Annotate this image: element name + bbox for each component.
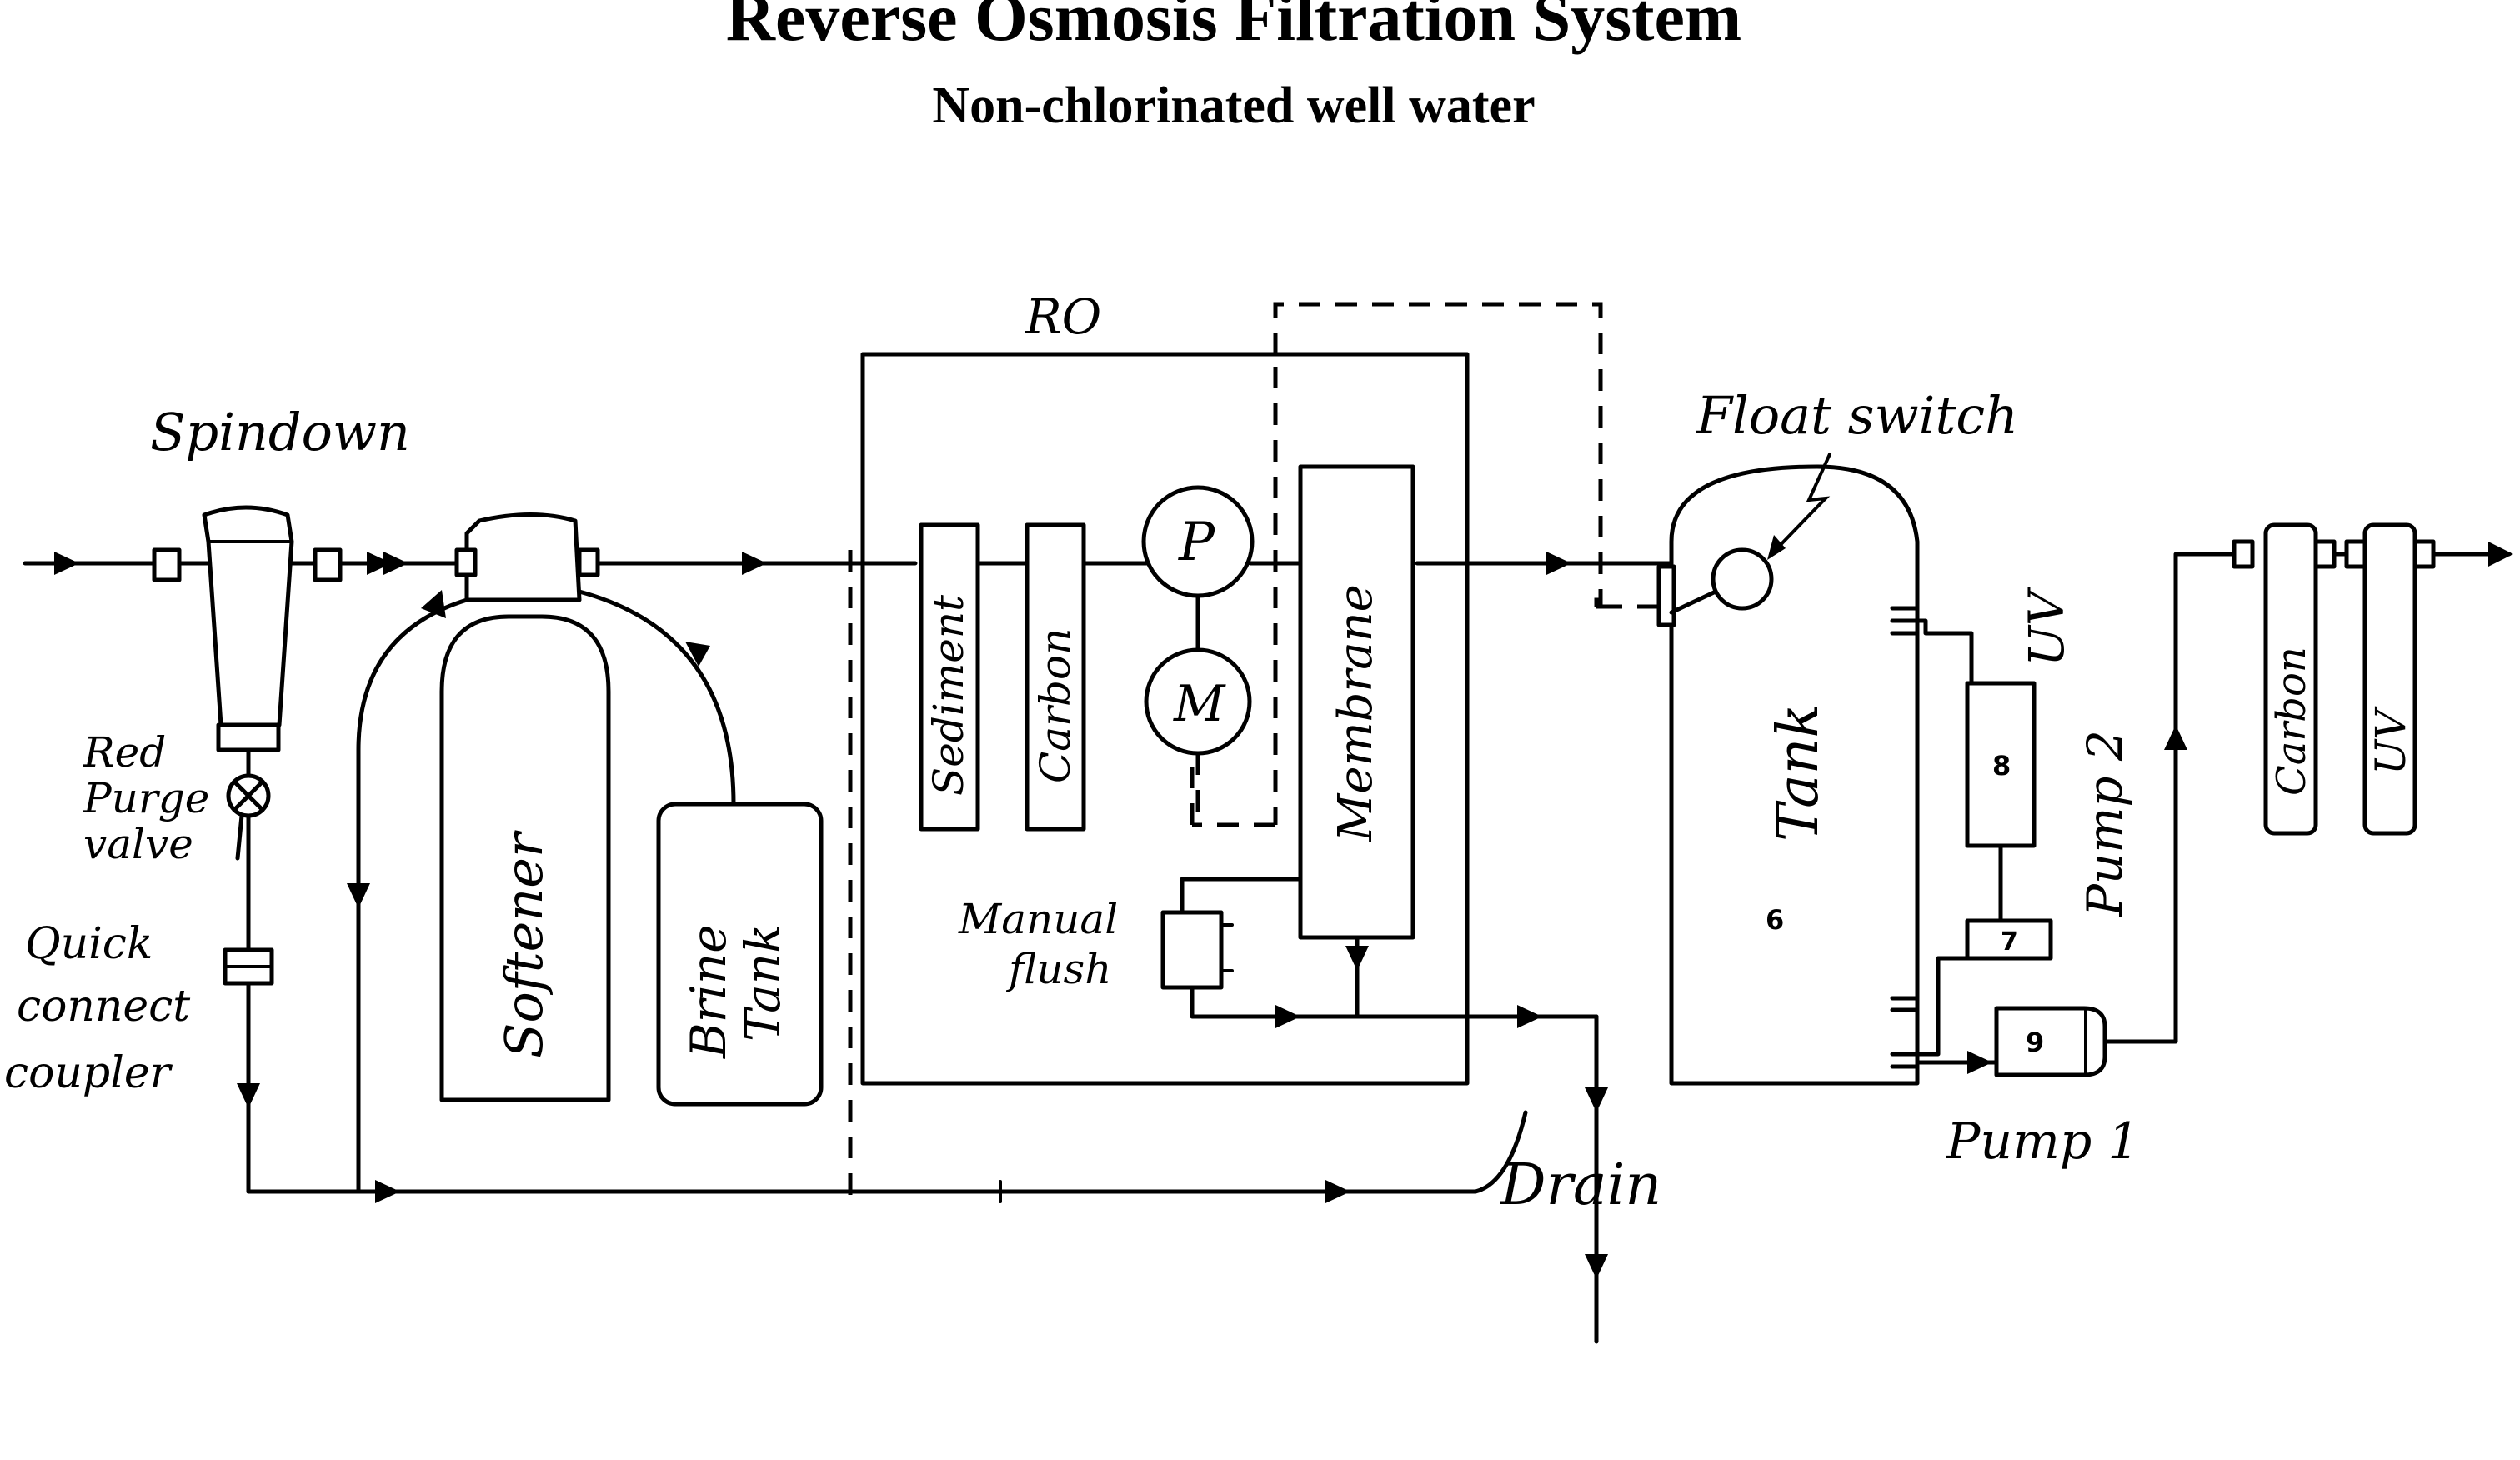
ro-label: RO bbox=[1025, 288, 1101, 345]
uv-sterilizer-8 bbox=[1965, 681, 2037, 923]
quick-connect-coupler[interactable] bbox=[223, 948, 274, 1194]
softener-label: Softener bbox=[493, 830, 554, 1058]
ro-pump bbox=[1141, 485, 1255, 825]
float-switch-arrowhead bbox=[1767, 535, 1786, 560]
brine-tank-label-2: Tank bbox=[734, 924, 791, 1042]
tank-lower-fitting bbox=[1890, 956, 1999, 1074]
sediment-label: Sediment bbox=[924, 594, 973, 796]
ro-membrane bbox=[1298, 464, 1415, 1019]
ro-unit bbox=[848, 302, 1659, 1200]
outlet-uv-sterilizer bbox=[2344, 522, 2513, 836]
pump1-label: Pump 1 bbox=[1946, 1112, 2140, 1171]
storage-tank bbox=[1656, 464, 1920, 1086]
outlet-carbon-label: Carbon bbox=[2268, 647, 2315, 796]
manual-flush-label-1: Manual bbox=[958, 895, 1118, 943]
outlet-carbon-filter bbox=[2232, 522, 2349, 836]
brine-tank bbox=[656, 802, 824, 1107]
pump2-number: 7 bbox=[2001, 928, 2018, 957]
manual-flush-label-2: flush bbox=[1005, 945, 1111, 993]
float-switch-pointer bbox=[1774, 452, 1831, 552]
pump1-number: 9 bbox=[2026, 1027, 2044, 1058]
ro-carbon-filter bbox=[1025, 522, 1086, 832]
pump2-label: Pump 2 bbox=[2077, 730, 2133, 918]
uv-top-label: UV bbox=[2018, 587, 2075, 667]
diagram-subtitle: Non-chlorinated well water bbox=[932, 78, 1536, 134]
red-purge-valve-label-2: Purge bbox=[83, 774, 209, 822]
sediment-filter bbox=[919, 522, 980, 832]
red-purge-valve-label-3: valve bbox=[83, 820, 193, 868]
quick-connect-label-3: coupler bbox=[4, 1048, 173, 1098]
outlet-uv-label: UV bbox=[2367, 706, 2415, 775]
brine-tank-label-1: Brine bbox=[680, 924, 737, 1059]
tank-label: Tank bbox=[1766, 703, 1831, 842]
quick-connect-label-2: connect bbox=[17, 982, 190, 1032]
motor-m-label: M bbox=[1173, 675, 1226, 733]
tank-upper-fitting bbox=[1890, 606, 1974, 686]
spindown-label: Spindown bbox=[150, 402, 410, 462]
pump-1 bbox=[1994, 552, 2237, 1078]
red-purge-valve[interactable] bbox=[226, 773, 271, 952]
water-softener bbox=[347, 512, 736, 1194]
pump-p-label: P bbox=[1178, 512, 1215, 573]
quick-connect-label-1: Quick bbox=[25, 919, 153, 969]
manual-flush-valve[interactable] bbox=[1160, 877, 1599, 1028]
float-switch-label: Float switch bbox=[1696, 385, 2018, 446]
uv-number: 8 bbox=[1992, 750, 2011, 782]
membrane-label: Membrane bbox=[1329, 584, 1383, 842]
ro-carbon-label: Carbon bbox=[1031, 628, 1080, 783]
tank-number: 6 bbox=[1766, 904, 1784, 936]
pump-2 bbox=[1965, 918, 2053, 961]
spindown-filter bbox=[152, 505, 392, 778]
drain-line bbox=[246, 1014, 1608, 1344]
drain-label: Drain bbox=[1499, 1152, 1661, 1218]
red-purge-valve-label-1: Red bbox=[83, 728, 166, 777]
diagram-title: Reverse Osmosis Filtration System bbox=[725, 0, 1742, 55]
